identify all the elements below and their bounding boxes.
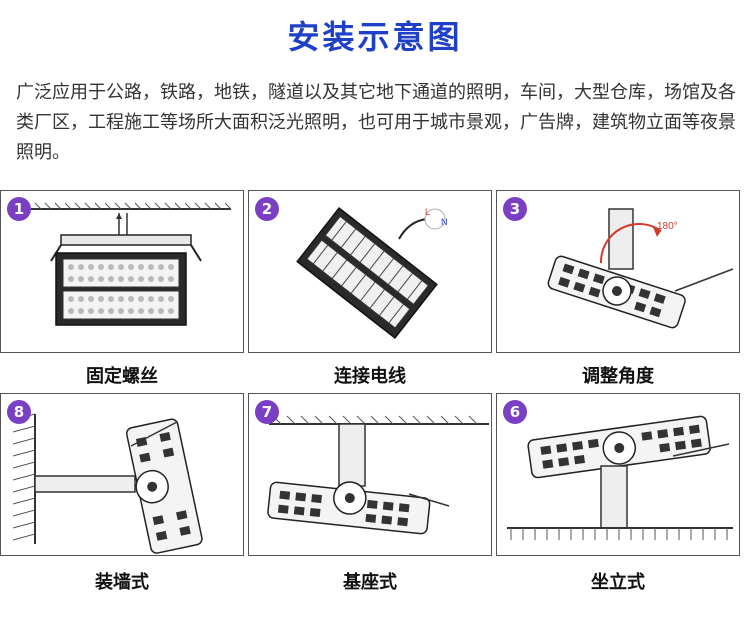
step-caption: 固定螺丝 <box>86 366 158 387</box>
base-mount-illustration <box>267 415 489 535</box>
step-number-badge: 7 <box>255 400 279 424</box>
fix-screws-illustration <box>31 202 232 326</box>
connect-wires-illustration: L N <box>296 206 448 340</box>
step-cell-floor-mount: 6 <box>496 393 740 556</box>
step-cell-connect-wires: L N 2 <box>248 190 492 353</box>
floor-mount-illustration <box>507 415 733 540</box>
rotation-label: 180° <box>657 221 678 232</box>
page-title: 安装示意图 <box>287 18 463 56</box>
wire-l-label: L <box>425 207 430 217</box>
step-caption: 连接电线 <box>334 366 406 387</box>
step-number-badge: 2 <box>255 197 279 221</box>
step-cell-adjust-angle: 180° 3 <box>496 190 740 353</box>
wall-mount-illustration <box>12 413 203 554</box>
step-number-badge: 1 <box>7 197 31 221</box>
step-caption: 调整角度 <box>582 366 654 387</box>
step-number-badge: 6 <box>503 400 527 424</box>
step-caption: 装墙式 <box>95 572 149 593</box>
adjust-angle-illustration: 180° <box>547 208 734 329</box>
step-cell-fix-screws: 1 <box>0 190 244 353</box>
step-cell-wall-mount: 8 <box>0 393 244 556</box>
step-caption: 基座式 <box>343 572 397 593</box>
step-number-badge: 8 <box>7 400 31 424</box>
step-caption: 坐立式 <box>591 572 645 593</box>
description-text: 广泛应用于公路，铁路，地铁，隧道以及其它地下通道的照明，车间，大型仓库，场馆及各… <box>16 82 736 163</box>
wire-n-label: N <box>441 217 448 227</box>
step-cell-base-mount: 7 <box>248 393 492 556</box>
step-number-badge: 3 <box>503 197 527 221</box>
